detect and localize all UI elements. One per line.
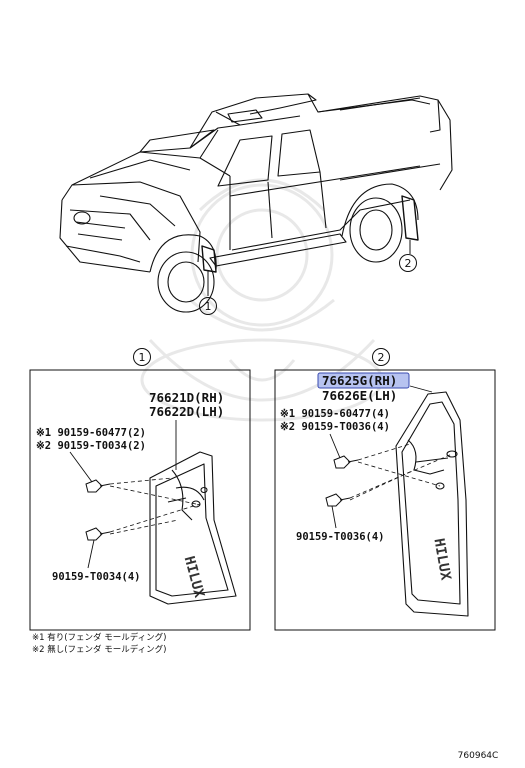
- bolt-front-upper: [85, 479, 111, 493]
- panel-right-bolt-c: 90159-T0036(4): [296, 531, 385, 543]
- panel-left-bolt-b: ※2 90159-T0034(2): [36, 440, 146, 452]
- panel-right-frame: [274, 369, 496, 631]
- mudflap-rear-logo: HILUX: [430, 537, 453, 582]
- panel-left-dash-lines: [109, 477, 201, 535]
- panel-left-part-rh: 76621D(RH): [149, 390, 224, 405]
- panel-right-part-highlight[interactable]: [317, 372, 410, 389]
- bolt-front-lower: [85, 527, 111, 541]
- callout-2-number: 2: [405, 257, 412, 270]
- panel-left-frame: [29, 369, 251, 631]
- panel-left-title-circle: [133, 348, 151, 366]
- mudflap-front-drawing: [149, 451, 237, 605]
- mudflap-rear-drawing: [395, 391, 469, 617]
- pickup-truck-illustration: [59, 93, 453, 313]
- panel-right-bolt-b: ※2 90159-T0036(4): [280, 421, 390, 433]
- panel-right-title: 2: [378, 351, 385, 364]
- panel-right-part-lh: 76626E(LH): [322, 388, 397, 403]
- panel-right-title-circle: [372, 348, 390, 366]
- panel-right-dash-lines: [349, 443, 453, 501]
- panel-right-bolt-c-leader: [331, 505, 337, 529]
- figure-id: 760964C: [458, 751, 499, 761]
- panel-left-part-lh: 76622D(LH): [149, 404, 224, 419]
- bolt-rear-upper: [333, 455, 359, 469]
- footnote-1: ※1 有り(フェンダ モールディング): [32, 632, 166, 643]
- footnote-2: ※2 無し(フェンダ モールディング): [32, 644, 166, 655]
- panel-left-bolt-c-leader: [87, 539, 95, 569]
- panel-right-bolt-a: ※1 90159-60477(4): [280, 408, 390, 420]
- panel-right-part-rh[interactable]: 76625G(RH): [322, 373, 397, 388]
- panel-left-title: 1: [139, 351, 146, 364]
- callout-1: [199, 270, 217, 315]
- panel-right-bolt-leader: [329, 433, 341, 459]
- panel-right-part-leader: [409, 385, 433, 393]
- panel-left-bolt-c: 90159-T0034(4): [52, 571, 141, 583]
- panel-left-bolt-a: ※1 90159-60477(2): [36, 427, 146, 439]
- callout-1-number: 1: [205, 300, 212, 313]
- panel-left-bolt-leader: [69, 451, 93, 483]
- bolt-rear-lower: [325, 493, 351, 507]
- mudflap-front-logo: HILUX: [181, 555, 208, 600]
- callout-2: [399, 240, 417, 272]
